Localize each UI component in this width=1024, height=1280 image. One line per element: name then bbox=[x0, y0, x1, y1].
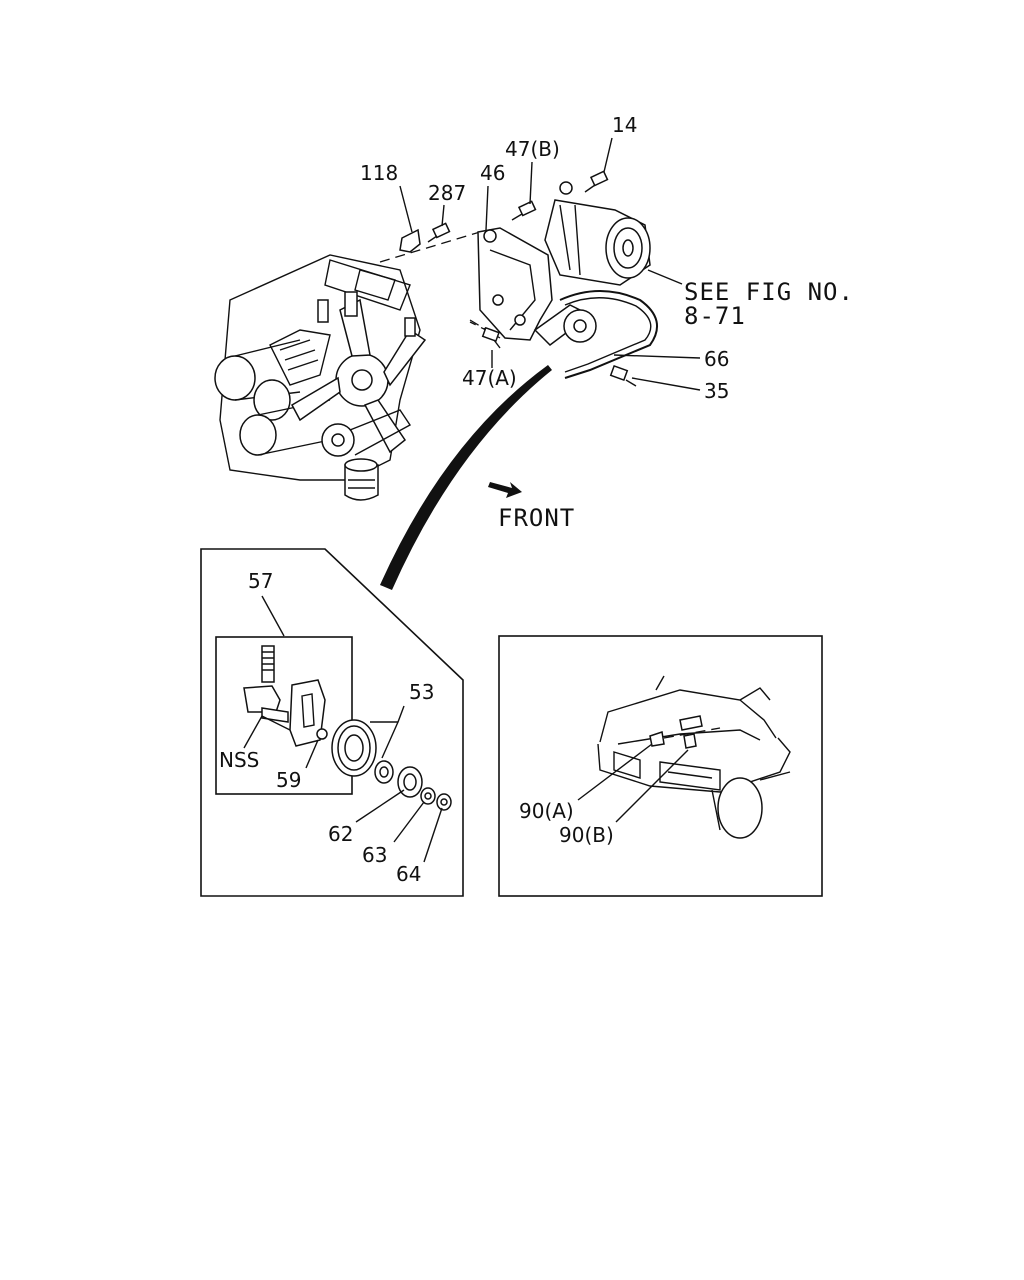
bolt-35 bbox=[609, 364, 637, 387]
leader-63 bbox=[393, 801, 425, 843]
bolt-287 bbox=[427, 222, 451, 243]
label-14: 14 bbox=[612, 113, 637, 137]
label-63: 63 bbox=[362, 843, 387, 867]
label-118: 118 bbox=[360, 161, 398, 185]
label-front: FRONT bbox=[498, 504, 575, 532]
label-66: 66 bbox=[704, 347, 729, 371]
bolt-14 bbox=[584, 170, 609, 193]
leader-see-fig bbox=[647, 269, 683, 285]
leader-62 bbox=[355, 789, 405, 823]
leader-59 bbox=[305, 739, 319, 769]
leader-53 bbox=[370, 705, 405, 759]
vehicle-front-drawing bbox=[597, 675, 791, 839]
drive-belt-66 bbox=[559, 290, 659, 379]
leader-14 bbox=[603, 137, 613, 173]
detail-panel-tensioner bbox=[200, 548, 464, 897]
detail-callout-swoosh bbox=[380, 365, 552, 590]
bracket-118 bbox=[399, 228, 421, 253]
label-90b: 90(B) bbox=[559, 823, 614, 847]
label-see-fig-number: 8-71 bbox=[684, 302, 746, 330]
washer-62 bbox=[397, 766, 423, 798]
engine-drawing bbox=[214, 254, 427, 501]
leader-57 bbox=[261, 595, 285, 637]
label-57: 57 bbox=[248, 569, 273, 593]
nut-64 bbox=[436, 793, 452, 811]
leader-64 bbox=[423, 807, 443, 863]
bolt-47a bbox=[481, 326, 501, 349]
label-64: 64 bbox=[396, 862, 421, 886]
label-90a: 90(A) bbox=[519, 799, 574, 823]
pulley-53 bbox=[331, 719, 394, 784]
label-62: 62 bbox=[328, 822, 353, 846]
guide-line-118 bbox=[379, 231, 481, 263]
label-53: 53 bbox=[409, 680, 434, 704]
leader-66 bbox=[613, 354, 701, 359]
leader-90b bbox=[615, 749, 689, 823]
label-287: 287 bbox=[428, 181, 466, 205]
leader-46 bbox=[485, 185, 489, 231]
label-35: 35 bbox=[704, 379, 729, 403]
detail-panel-vehicle bbox=[498, 635, 823, 897]
label-46: 46 bbox=[480, 161, 505, 185]
leader-287 bbox=[441, 204, 445, 227]
label-47b: 47(B) bbox=[505, 137, 560, 161]
tensioner-assembly bbox=[243, 645, 328, 749]
front-arrow-icon bbox=[488, 482, 522, 498]
leader-118 bbox=[399, 185, 413, 233]
label-47a: 47(A) bbox=[462, 366, 517, 390]
leader-90a bbox=[577, 743, 653, 801]
washer-63 bbox=[420, 787, 436, 805]
compressor-bracket bbox=[477, 181, 659, 379]
leader-35 bbox=[631, 377, 701, 391]
detail-subpanel-57 bbox=[215, 636, 353, 795]
bolt-47b bbox=[511, 200, 537, 221]
label-59: 59 bbox=[276, 768, 301, 792]
label-see-fig: SEE FIG NO. bbox=[684, 278, 854, 306]
label-nss: NSS bbox=[219, 748, 259, 772]
leader-47b bbox=[529, 161, 533, 205]
